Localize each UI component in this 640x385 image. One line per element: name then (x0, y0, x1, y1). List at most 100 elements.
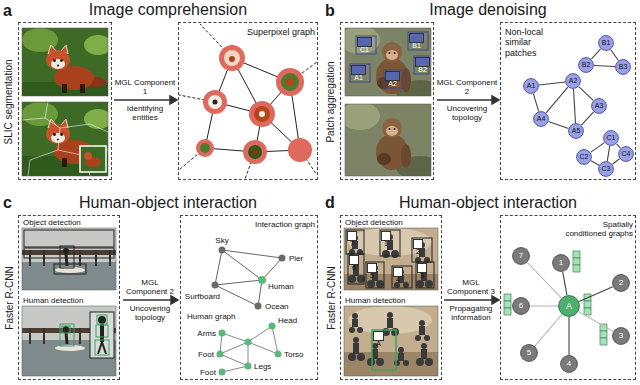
illustration-part (345, 28, 431, 96)
feature-bars (504, 251, 607, 345)
illustration-part (245, 363, 252, 370)
node-circle (513, 298, 530, 315)
dashed-panel: Patch aggregationC1B1A1B2A2 (340, 22, 434, 180)
node-circle (534, 112, 549, 127)
edge-line (533, 94, 538, 112)
illustration-part (254, 106, 270, 122)
graph-node: A2 (565, 73, 581, 89)
illustration-part (22, 228, 116, 290)
illustration-part (504, 294, 511, 301)
detection-tag: 6 (349, 255, 359, 265)
tag-text: 3 (420, 272, 424, 279)
graph-edge (579, 287, 613, 302)
illustration-part (345, 104, 431, 176)
edge-line (616, 144, 620, 148)
illustration-part (22, 306, 116, 376)
detection-tag: B2 (415, 57, 430, 67)
illustration-part (437, 99, 492, 101)
illustration-part (504, 308, 511, 315)
panel-title: Human-object interaction (340, 194, 636, 212)
illustration-part (215, 250, 222, 285)
superpixel-graph (179, 24, 317, 179)
side-label: Faster R-CNN (325, 220, 337, 377)
graph-node: A5 (568, 123, 584, 139)
illustration-part (217, 323, 282, 376)
node-text: 4 (560, 355, 578, 373)
graph-edge (533, 94, 538, 112)
illustration-part (258, 276, 266, 284)
annotation: Foot (176, 368, 216, 377)
illustration-part (62, 326, 70, 333)
panel-heading: Human graph (187, 312, 257, 321)
graph-edge (591, 143, 605, 153)
illustration-part (275, 351, 282, 358)
interaction-graph (212, 247, 286, 310)
illustration-part (600, 338, 607, 345)
illustration-part (219, 369, 226, 376)
illustration-part (345, 104, 431, 176)
illustration-part (392, 266, 412, 288)
dashed-panel: Faster R-CNNObject detectionHuman detect… (340, 215, 442, 380)
dashed-panel: Spatially conditioned graphs7126A354 (500, 215, 636, 380)
node-circle (616, 60, 631, 75)
illustration-part (24, 248, 114, 258)
node-circle (592, 99, 607, 114)
illustration-part (98, 316, 106, 324)
illustration-part (222, 250, 262, 280)
illustration-part (22, 102, 108, 176)
tag-text: C1 (360, 46, 369, 53)
panel-letter: a (3, 2, 19, 20)
node-text: 3 (612, 327, 630, 345)
photo-frame (22, 228, 116, 376)
illustration-part (22, 228, 116, 290)
edge-line (591, 49, 600, 59)
annotation: Arms (176, 329, 216, 338)
illustration-part (504, 301, 511, 308)
edge-line (530, 305, 558, 306)
graph-edge (549, 122, 569, 129)
illustration-part (269, 323, 276, 330)
edge-line (591, 161, 599, 165)
illustration-part (279, 255, 286, 262)
node-circle (524, 79, 539, 94)
graph-node: 1 (552, 254, 570, 272)
graph-node: C2 (576, 149, 592, 165)
graph-node: 2 (612, 274, 630, 292)
illustration-part (215, 280, 262, 285)
graph-node: C1 (603, 130, 619, 146)
illustration-part (219, 45, 245, 71)
illustration-part (220, 354, 248, 366)
node-circle (619, 147, 634, 162)
detection-tag: A2 (385, 71, 400, 81)
illustration-part (492, 296, 499, 304)
detection-tag: C1 (357, 37, 372, 47)
node-text: A2 (565, 73, 581, 89)
graph-edge (591, 49, 600, 59)
illustration-part (24, 230, 114, 274)
node-text: C1 (603, 130, 619, 146)
illustration-part (22, 118, 60, 160)
edge-line (573, 89, 575, 123)
edge-line (579, 287, 613, 302)
illustration-part (171, 296, 178, 304)
detection-tag: B1 (409, 33, 424, 43)
graph-node: B3 (615, 59, 631, 75)
illustration-part (217, 351, 224, 358)
illustration-part (222, 366, 248, 372)
illustration-part (97, 315, 107, 324)
illustration-part (219, 330, 226, 337)
graph-node: A1 (523, 78, 539, 94)
annotation: Identifying entities (113, 104, 177, 122)
illustration-part (179, 24, 317, 179)
tag-text: B2 (418, 66, 427, 73)
detection-tag: 2 (413, 239, 423, 249)
tag-text: 4 (396, 276, 400, 283)
detection-tag: A1 (351, 65, 366, 75)
illustration-part (259, 111, 265, 117)
node-circle (579, 58, 594, 73)
illustration-part (54, 264, 86, 274)
edge-line (539, 82, 565, 85)
graph-edge (530, 306, 558, 307)
node-text: A5 (568, 123, 584, 139)
